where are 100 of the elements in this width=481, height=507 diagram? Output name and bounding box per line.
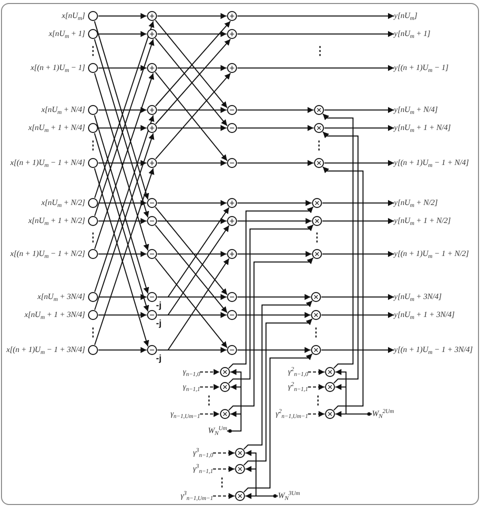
dashed-arrow (200, 411, 220, 417)
multiplier-node: × (325, 409, 335, 419)
multiplier-node: × (235, 464, 245, 474)
factor-label: -j (156, 354, 162, 363)
input-label: x[(n + 1)U$_{m}$ − 1 + N/4] (10, 158, 85, 168)
adder-node: + (227, 63, 237, 73)
arrow (236, 13, 394, 19)
adder-node: − (147, 198, 157, 208)
adder-node: + (147, 158, 157, 168)
input-label: x[nU$_{m}$ + N/4] (41, 105, 85, 115)
arrow (320, 347, 394, 353)
adder-node: + (147, 123, 157, 133)
adder-node: − (227, 310, 237, 320)
adder-node: + (147, 29, 157, 39)
arrow (236, 31, 394, 37)
adder-node: + (147, 105, 157, 115)
multiplier-node: × (325, 382, 335, 392)
adder-node: + (227, 11, 237, 21)
arrow (98, 13, 148, 19)
arrow (236, 312, 312, 318)
arrow (98, 125, 148, 131)
arrow (98, 312, 148, 318)
arrow (156, 251, 228, 257)
arrow (156, 65, 228, 71)
arrow (320, 294, 394, 300)
multiplier-node: × (311, 345, 321, 355)
arrow (236, 107, 314, 113)
adder-node: − (147, 345, 157, 355)
output-label: y[nU$_{m}$] (394, 11, 418, 21)
dashed-arrow (308, 369, 326, 375)
output-label: y[(n + 1)U$_{m}$ − 1 + N/2] (394, 249, 469, 259)
output-label: y[nU$_{m}$ + 1 + 3N/4] (394, 310, 455, 320)
arrow (334, 411, 372, 417)
arrow (98, 31, 148, 37)
dashed-arrow (308, 384, 326, 390)
multiplier-node: × (314, 123, 324, 133)
arrow (322, 251, 394, 257)
dashed-arrow (200, 384, 220, 390)
adder-node: + (147, 11, 157, 21)
arrow (98, 251, 148, 257)
arrow (236, 65, 394, 71)
arrow (243, 300, 313, 450)
output-label: y[nU$_{m}$ + 1 + N/4] (394, 123, 451, 133)
arrow (156, 200, 228, 206)
adder-node: − (227, 158, 237, 168)
arrow (243, 353, 313, 493)
arrow (236, 251, 312, 257)
adder-node: − (227, 345, 237, 355)
arrow (156, 31, 228, 37)
arrow (98, 294, 148, 300)
multiplier-node: × (314, 105, 324, 115)
factor-label: -j (156, 319, 162, 328)
arrow (236, 218, 312, 224)
adder-node: − (147, 249, 157, 259)
multiplier-node: × (312, 216, 322, 226)
arrow (156, 160, 228, 166)
input-label: x[nU$_{m}$ + 3N/4] (37, 292, 85, 302)
dashed-arrow (308, 411, 326, 417)
multiplier-node: × (312, 249, 322, 259)
multiplier-node: × (220, 409, 230, 419)
input-label: x[(n + 1)U$_{m}$ − 1] (30, 63, 85, 73)
multiplier-node: × (235, 491, 245, 501)
dashed-arrow (212, 493, 236, 499)
adder-node: − (147, 292, 157, 302)
arrow (324, 160, 394, 166)
arrow (236, 125, 314, 131)
coefficient-label: γ$_{n−1,1}$ (182, 382, 200, 392)
dashed-arrow (212, 450, 236, 456)
adder-node: + (227, 29, 237, 39)
factor-label: -j (156, 301, 162, 310)
adder-node: + (227, 198, 237, 208)
adder-node: − (227, 123, 237, 133)
output-label: y[(n + 1)U$_{m}$ − 1 + N/4] (394, 158, 469, 168)
arrow (156, 13, 228, 19)
arrow (322, 218, 394, 224)
adder-node: + (227, 249, 237, 259)
adder-node: + (147, 63, 157, 73)
multiplier-node: × (220, 367, 230, 377)
arrow (98, 107, 148, 113)
arrow (226, 411, 242, 432)
output-label: y[nU$_{m}$ + 1] (394, 29, 430, 39)
multiplier-node: × (312, 198, 322, 208)
arrow (228, 257, 314, 411)
multiplier-node: × (311, 292, 321, 302)
output-label: y[nU$_{m}$ + 1 + N/2] (394, 216, 451, 226)
arrow (228, 224, 314, 384)
arrow (322, 131, 358, 384)
input-label: x[(n + 1)U$_{m}$ − 1 + N/2] (10, 249, 85, 259)
arrow (322, 200, 394, 206)
multiplier-node: × (314, 158, 324, 168)
arrow (98, 200, 148, 206)
arrow (236, 347, 312, 353)
input-label: x[nU$_{m}$] (62, 11, 85, 21)
adder-node: − (147, 216, 157, 226)
input-label: x[(n + 1)U$_{m}$ − 1 + 3N/4] (6, 345, 85, 355)
arrow (320, 312, 394, 318)
arrow (156, 125, 228, 131)
output-label: y[nU$_{m}$ + N/4] (394, 105, 438, 115)
arrow (98, 218, 148, 224)
arrow (228, 206, 314, 369)
